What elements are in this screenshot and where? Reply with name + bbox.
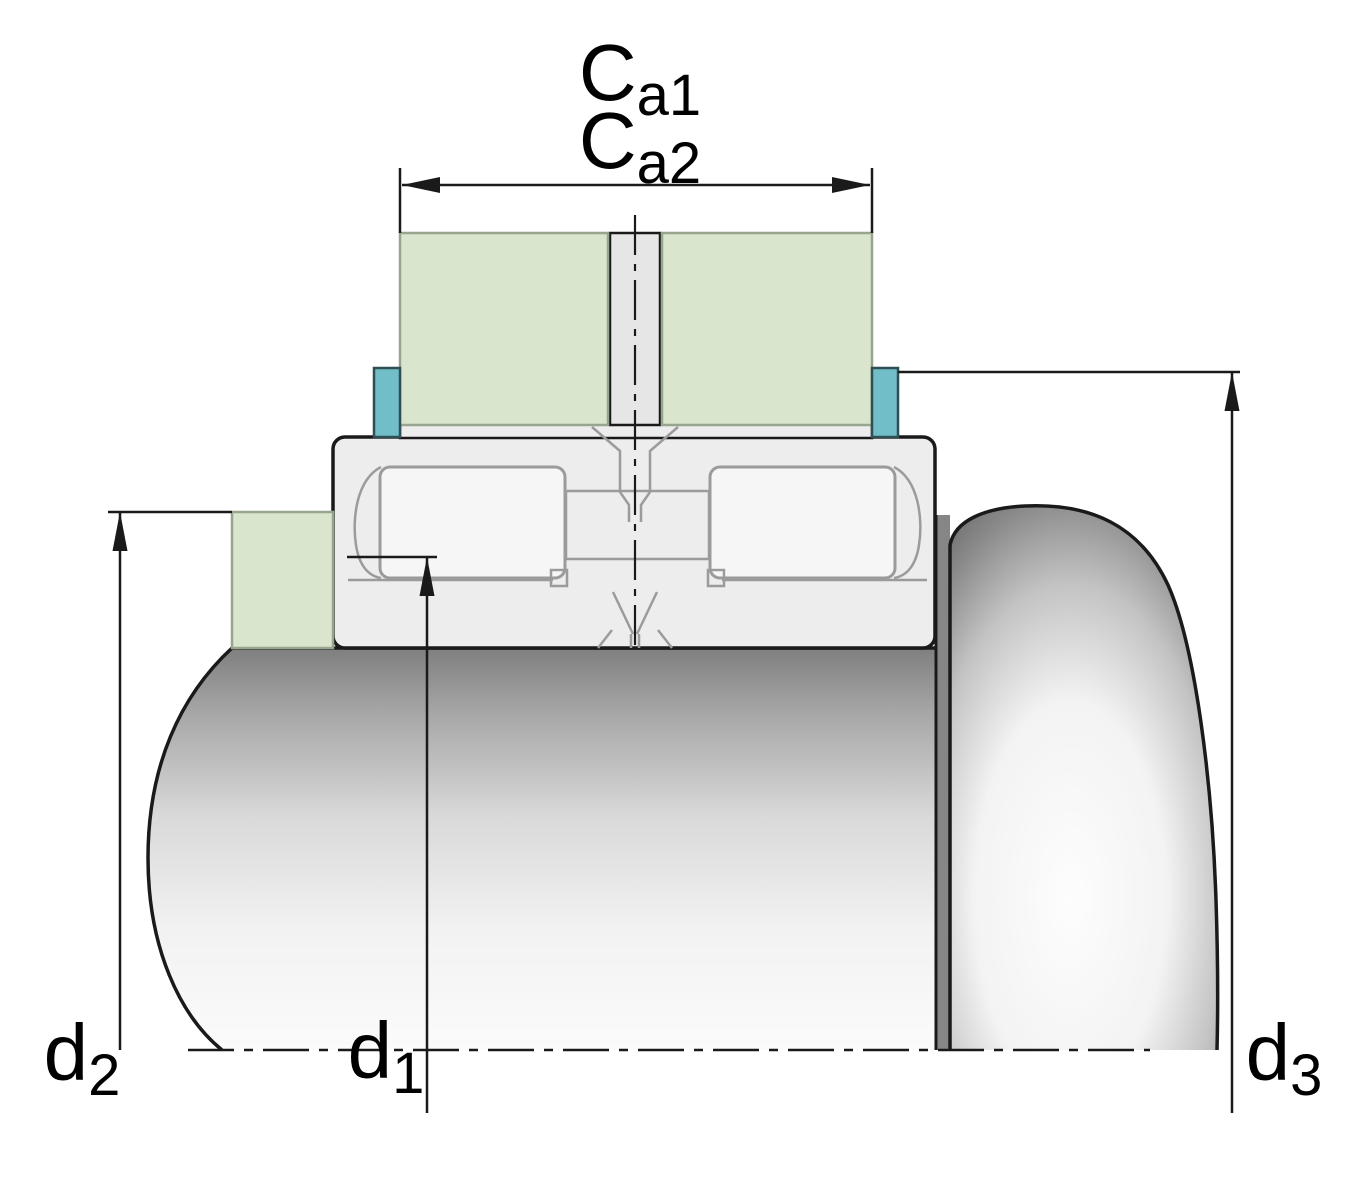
- shaft-step-face: [936, 515, 950, 1050]
- label-d1-main: d: [348, 1006, 393, 1095]
- label-d1-sub: 1: [392, 1041, 424, 1106]
- outer-flange-left-curve: [353, 465, 382, 580]
- label-ca1-main: C: [579, 28, 637, 117]
- label-ca2-main: C: [579, 96, 637, 185]
- guide-ring: [564, 489, 711, 561]
- guide-ring-land-left: [549, 568, 569, 588]
- dimensions: [108, 168, 1240, 1113]
- label-ca1-sub: a1: [637, 63, 702, 128]
- label-d1: d1: [348, 1006, 425, 1106]
- d3-arrow: [1224, 372, 1240, 411]
- locating-ring-left: [372, 366, 402, 439]
- locating-ring-right: [870, 366, 900, 439]
- ca-arrow-left: [402, 177, 440, 193]
- d1-arrow: [419, 557, 435, 596]
- outer-flange-right-curve: [893, 465, 922, 580]
- label-ca1: Ca1: [579, 28, 701, 128]
- housing-sleeve-left: [398, 231, 610, 427]
- shaft-contour: [146, 646, 936, 1052]
- right-roller: [708, 465, 897, 580]
- label-d2-sub: 2: [88, 1043, 120, 1108]
- label-d2: d2: [44, 1008, 121, 1108]
- d2-arrow: [112, 512, 128, 551]
- housing-sleeve-right: [660, 231, 874, 427]
- ca-arrow-right: [832, 177, 870, 193]
- bearing-internal-details: [348, 426, 927, 649]
- shaft-shoulder-contour: [948, 503, 1220, 1051]
- shaft: [148, 648, 936, 1050]
- label-ca2: Ca2: [579, 96, 701, 196]
- label-d3-main: d: [1246, 1008, 1291, 1097]
- shaft-shoulder: [950, 505, 1218, 1050]
- left-roller: [378, 465, 567, 580]
- shaft-abutment-left: [230, 510, 335, 650]
- lubrication-funnel: [591, 426, 679, 522]
- lubrication-vee: [611, 591, 659, 648]
- label-d3: d3: [1246, 1008, 1323, 1108]
- label-d2-main: d: [44, 1008, 89, 1097]
- locating-notches: [597, 629, 673, 649]
- label-d3-sub: 3: [1290, 1043, 1322, 1108]
- guide-ring-land-right: [706, 568, 726, 588]
- label-ca2-sub: a2: [637, 131, 702, 196]
